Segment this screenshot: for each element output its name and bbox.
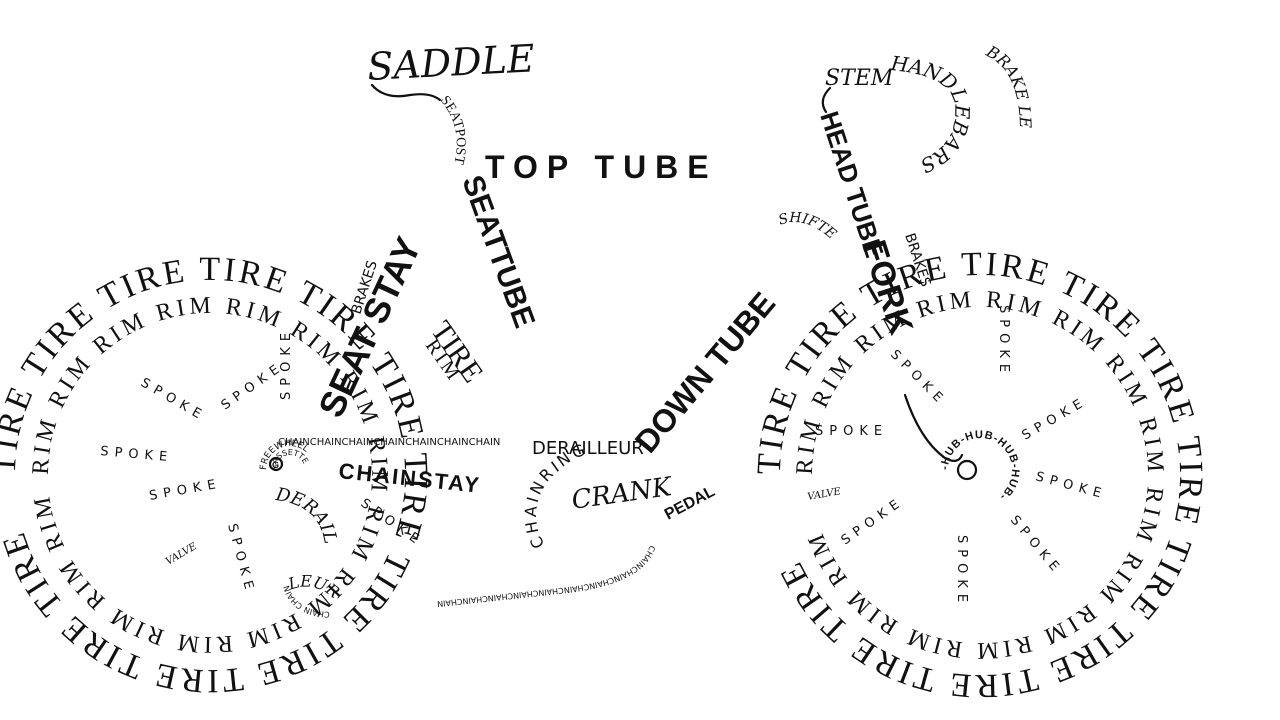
front-spoke-label: SPOKE (815, 424, 888, 439)
drivetrain: CHAINCHAINCHAINCHAINCHAINCHAINCHAIN CHAI… (259, 437, 657, 619)
front-tire-text: TIRE TIRE TIRE TIRE TIRE TIRE TIRE TIRE … (751, 246, 1210, 705)
rear-spoke-label: SPOKE (219, 359, 287, 413)
front-valve-label: VALVE (807, 486, 843, 503)
rear-spoke-label: SPOKE (279, 327, 294, 400)
seat-tube-label: SEATTUBE (455, 171, 541, 332)
rear-spoke-label: SPOKE (138, 375, 209, 425)
front-rim-text: RIM RIM RIM RIM RIM RIM RIM RIM RIM RIM … (792, 287, 1169, 664)
stem-curve (821, 86, 832, 114)
hub-axle-icon (956, 459, 978, 481)
front-spoke-label: SPOKE (887, 347, 949, 409)
rear-valve-label: VALVE (164, 541, 199, 568)
crank-label: CRANK (570, 472, 675, 516)
front-derailleur-label: DERAILLEUR (532, 438, 644, 459)
front-spoke-label: SPOKE (1007, 513, 1065, 579)
saddle-label: SADDLE (366, 36, 536, 89)
rear-derailleur-label-top: DERAIL (273, 484, 341, 546)
front-spoke-label: SPOKE (839, 494, 907, 548)
handlebars-label: HANDLEBARS (889, 51, 975, 178)
saddle-swoosh (370, 83, 442, 102)
front-wheel: TIRE TIRE TIRE TIRE TIRE TIRE TIRE TIRE … (751, 246, 1210, 705)
front-spoke-label: SPOKE (954, 535, 969, 608)
top-tube-label: TOP TUBE (485, 149, 718, 185)
cog-letter: G (272, 460, 279, 470)
fork-dropout-curve (903, 393, 964, 462)
front-spoke-label: SPOKE (1034, 469, 1108, 502)
front-spoke-label: SPOKE (1020, 394, 1091, 444)
stem-label: STEM (825, 66, 894, 91)
shifter-label: SHIFTER (0, 0, 839, 242)
chain-upper: CHAINCHAINCHAINCHAINCHAINCHAINCHAIN (278, 437, 500, 448)
seatpost-label: SEATPOST (437, 93, 468, 166)
cog-icon (268, 456, 284, 472)
chain-lower: CHAINCHAINCHAINCHAINCHAINCHAINCHAINCHAIN… (437, 544, 657, 608)
rear-spoke-label: SPOKE (100, 444, 174, 465)
rear-spoke-label: SPOKE (224, 522, 257, 596)
hub-label: -HUB-HUB-HUB-HUB- (939, 429, 1021, 503)
front-spoke-label: SPOKE (996, 305, 1011, 378)
rear-spoke-label: SPOKE (148, 476, 223, 503)
